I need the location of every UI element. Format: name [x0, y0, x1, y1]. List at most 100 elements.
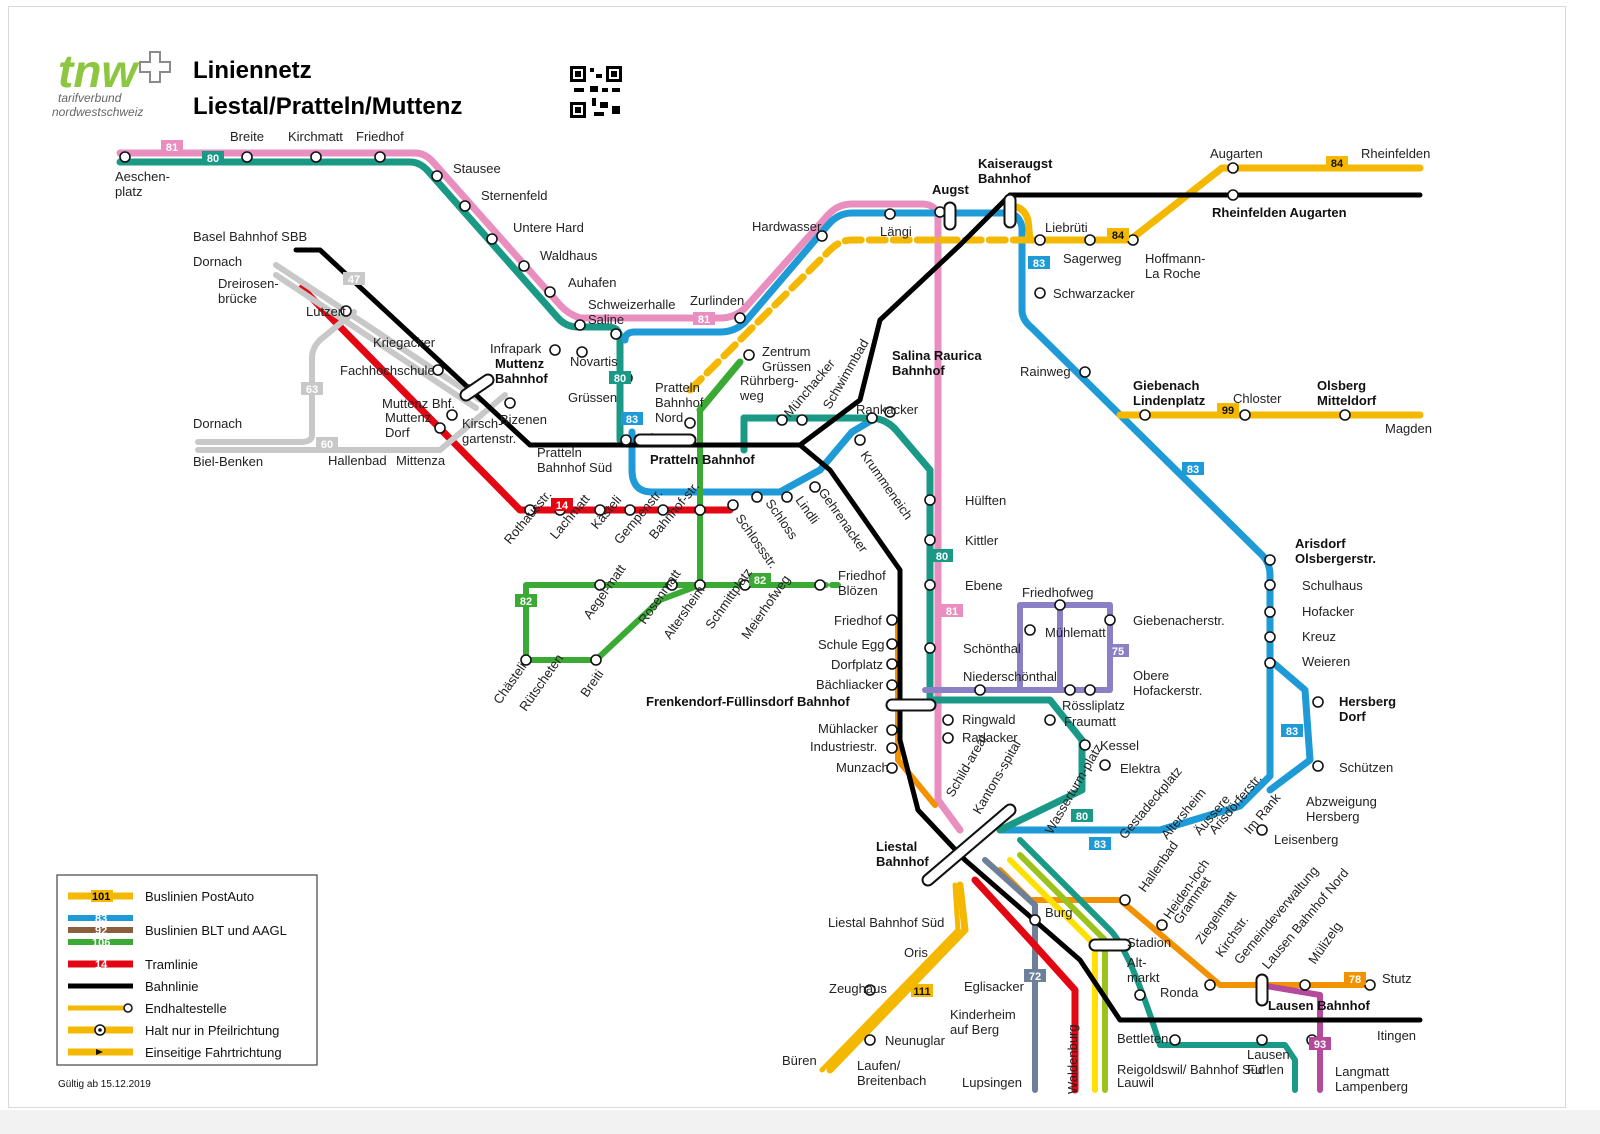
station-label-schule_egg: Schule Egg	[818, 637, 885, 652]
station-label-fachhochschule: Fachhochschule	[340, 363, 435, 378]
station-label-wasserturmplatz: Wasserturm-platz	[1042, 741, 1106, 836]
station-label-line: Friedhof	[356, 129, 404, 144]
stop-marker-13	[884, 208, 896, 220]
stop-marker-4	[431, 170, 443, 182]
station-label-line: Zentrum	[762, 344, 810, 359]
legend-blt: Buslinien BLT und AAGL	[145, 923, 287, 938]
stop-marker-31	[1312, 696, 1324, 708]
line-47-path	[273, 262, 483, 403]
logo-text: tnw	[58, 45, 140, 97]
stop-marker-23	[1139, 409, 1151, 421]
station-label-line: Hoffmann-	[1145, 251, 1205, 266]
validity-note: Gültig ab 15.12.2019	[58, 1079, 151, 1090]
line-badge-label-20: 111	[913, 986, 930, 998]
stop-marker-3	[374, 151, 386, 163]
stop-marker-76	[886, 638, 898, 650]
station-label-line: Giebenach	[1133, 378, 1200, 393]
station-label-line: Hofacker	[1302, 604, 1355, 619]
station-label-line: Aeschen-	[115, 169, 170, 184]
station-label-rheinfelden_augarten: Rheinfelden Augarten	[1212, 205, 1347, 220]
station-label-line: Arisdorf	[1295, 536, 1346, 551]
stop-marker-46	[743, 349, 755, 361]
stop-marker-64	[924, 579, 936, 591]
stop-marker-53	[781, 491, 793, 503]
line-19-path	[971, 876, 1079, 1094]
station-label-line: Basel Bahnhof SBB	[193, 229, 307, 244]
line-badge-label-13: 80	[936, 551, 948, 563]
station-label-line: La Roche	[1145, 266, 1201, 281]
station-label-line: Waldhaus	[540, 248, 598, 263]
station-label-line: platz	[115, 184, 142, 199]
station-label-friedhof_fr: Friedhof	[834, 613, 882, 628]
stop-marker-24	[1239, 409, 1251, 421]
station-label-reigoldswil: Reigoldswil/ Bahnhof Süd	[1117, 1062, 1265, 1077]
station-label-line: brücke	[218, 291, 257, 306]
station-label-line: Dreirosen-	[218, 276, 279, 291]
line-badge-14-10	[551, 498, 573, 511]
stop-marker-2	[310, 151, 322, 163]
line-badge-label-12: 82	[520, 596, 532, 608]
stop-marker-59	[624, 504, 636, 516]
stop-marker-5	[459, 200, 471, 212]
stop-marker-48	[796, 414, 808, 426]
station-label-friedhof_top: Friedhof	[356, 129, 404, 144]
station-label-line: Schulhaus	[1302, 578, 1363, 593]
line-badge-81-14	[941, 604, 963, 617]
stop-marker-9	[574, 319, 586, 331]
line-badge-label-16: 80	[1076, 811, 1088, 823]
station-label-line: Rankacker	[856, 402, 919, 417]
station-label-line: Liestal	[876, 839, 917, 854]
station-label-line: Schwarzacker	[1053, 286, 1135, 301]
legend-tram: Tramlinie	[145, 957, 198, 972]
station-label-line: Salina Raurica	[892, 348, 982, 363]
station-label-line: Kreuz	[1302, 629, 1336, 644]
line-80-path	[116, 158, 624, 444]
station-label-hardwasser: Hardwasser	[752, 219, 822, 234]
stop-marker-77	[886, 658, 898, 670]
station-label-line: Sagerweg	[1063, 251, 1122, 266]
station-label-line: Zeughaus	[829, 981, 887, 996]
line-badge-label-15: 75	[1112, 646, 1124, 658]
station-label-line: Weieren	[1302, 654, 1350, 669]
stop-marker-28	[1264, 606, 1276, 618]
station-label-magden: Magden	[1385, 421, 1432, 436]
line-badge-72-19	[1024, 969, 1046, 982]
station-label-line: Rössliplatz	[1062, 698, 1125, 713]
svg-text:106: 106	[92, 937, 110, 949]
stop-marker-8	[544, 286, 556, 298]
station-label-hoffmann: Hoffmann-La Roche	[1145, 251, 1205, 281]
station-label-kittler: Kittler	[965, 533, 999, 548]
legend-postauto: Buslinien PostAuto	[145, 889, 254, 904]
stop-marker-22	[1079, 366, 1091, 378]
title-line2: Liestal/Pratteln/Muttenz	[193, 93, 462, 120]
stop-marker-1	[241, 151, 253, 163]
station-label-line: Furlen	[1247, 1062, 1284, 1077]
line-84-path	[686, 164, 1424, 394]
station-label-line: Friedhofweg	[1022, 585, 1094, 600]
line-badge-83-7	[1182, 462, 1204, 475]
station-label-dorfplatz: Dorfplatz	[831, 657, 883, 672]
station-label-weieren: Weieren	[1302, 654, 1350, 669]
line-badge-80-16	[1071, 809, 1093, 822]
line-badge-63-22	[301, 382, 323, 395]
station-label-line: Schützen	[1339, 760, 1393, 775]
line-badge-80-13	[931, 549, 953, 562]
station-label-burg: Burg	[1045, 905, 1072, 920]
station-label-kirchmatt: Kirchmatt	[288, 129, 343, 144]
station-label-stadion: Stadion	[1127, 935, 1171, 950]
station-label-lutzert: Lutzert	[306, 304, 346, 319]
stop-marker-40	[549, 344, 561, 356]
station-label-line: Biel-Benken	[193, 454, 263, 469]
station-label-line: Lausen Bahnhof	[1268, 998, 1371, 1013]
station-label-stutz: Stutz	[1382, 971, 1412, 986]
station-label-line: Bahnhof Süd	[537, 460, 612, 475]
station-label-laufen: Laufen/Breitenbach	[857, 1058, 926, 1088]
stop-marker-19	[1227, 162, 1239, 174]
